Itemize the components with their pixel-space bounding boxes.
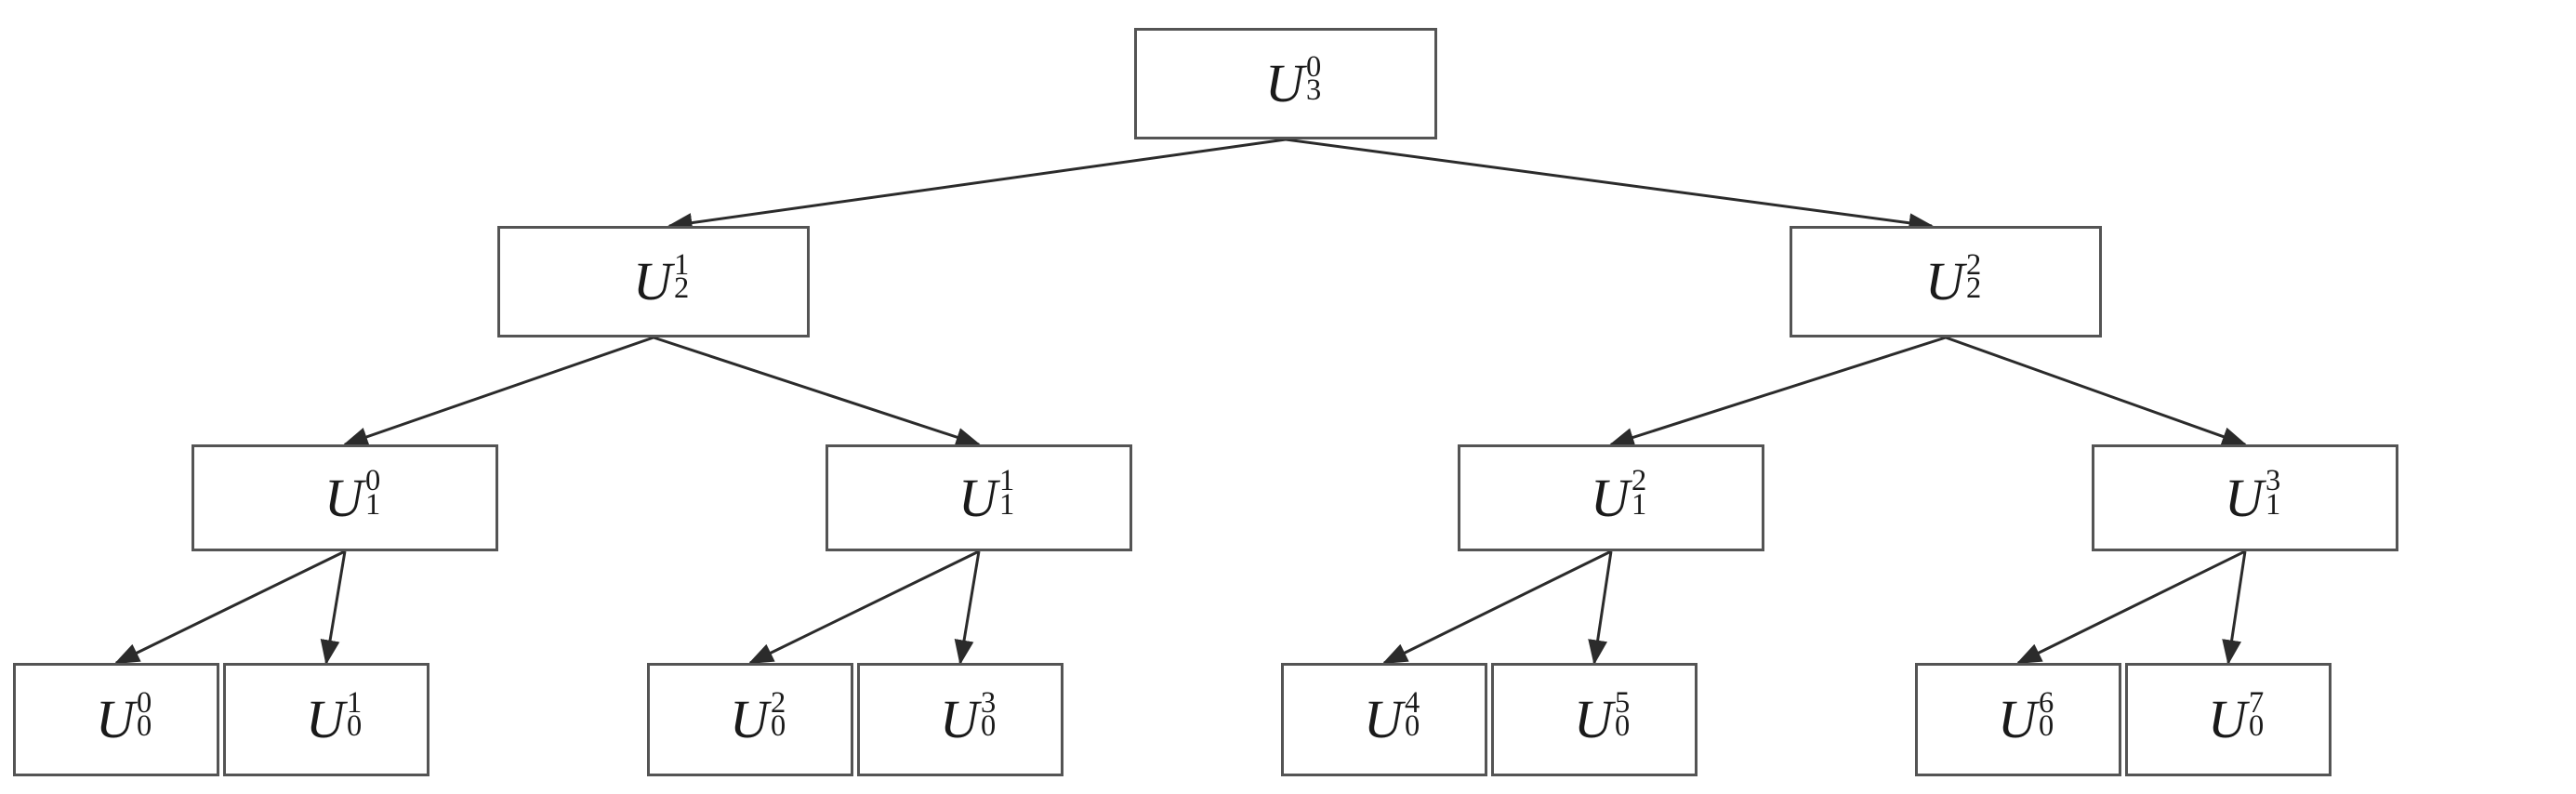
tree-edge-u2_2-to-u1_2 [1608,336,1947,447]
node-base-symbol: U [730,689,769,749]
node-superscript: 0 [364,464,381,498]
node-subscript: 2 [1965,271,1982,306]
node-subscript: 1 [1631,487,1647,522]
node-base-symbol: U [1364,689,1403,749]
tree-edge-u1_1-to-u0_2 [747,549,980,665]
node-subscript: 0 [770,709,786,744]
tree-edge-u1_1-to-u0_3 [954,550,981,666]
tree-edge-u1_2-to-u0_5 [1588,550,1613,666]
node-base-symbol: U [958,467,997,528]
tree-edge-u1_2-to-u0_4 [1381,549,1612,665]
node-superscript: 6 [2038,685,2054,720]
node-superscript: 4 [1404,685,1420,720]
node-superscript: 1 [346,685,363,720]
node-base-symbol: U [940,689,979,749]
node-base-symbol: U [2208,689,2247,749]
node-superscript: 7 [2248,685,2265,720]
node-base-symbol: U [2225,467,2264,528]
node-subscript: 0 [2038,709,2054,744]
node-superscript: 2 [1631,464,1647,498]
node-superscript: 2 [770,685,786,720]
tree-edge-u1_0-to-u0_0 [113,549,346,665]
tree-edge-u2_1-to-u1_0 [342,336,654,446]
node-subscript: 2 [673,271,690,306]
node-base-symbol: U [1265,53,1304,113]
tree-edge-u3_0-to-u2_1 [667,138,1287,232]
node-subscript: 0 [980,709,997,744]
node-subscript: 3 [1305,73,1322,108]
node-base-symbol: U [1998,689,2037,749]
tree-edge-u3_0-to-u2_2 [1285,138,1935,233]
node-base-symbol: U [1925,251,1964,311]
node-base-symbol: U [1591,467,1630,528]
tree-edge-u2_1-to-u1_1 [653,336,982,447]
node-superscript: 3 [980,685,997,720]
node-superscript: 1 [998,464,1015,498]
node-subscript: 1 [364,487,381,522]
node-superscript: 5 [1614,685,1631,720]
node-superscript: 0 [1305,49,1322,84]
node-subscript: 0 [346,709,363,744]
node-base-symbol: U [633,251,672,311]
tree-edge-u1_0-to-u0_1 [320,550,347,666]
node-base-symbol: U [306,689,345,749]
tree-edge-u1_3-to-u0_7 [2222,550,2247,666]
node-subscript: 0 [2248,709,2265,744]
node-base-symbol: U [96,689,135,749]
node-subscript: 0 [136,709,152,744]
node-superscript: 3 [2265,464,2281,498]
node-subscript: 0 [1404,709,1420,744]
node-superscript: 1 [673,247,690,282]
node-superscript: 2 [1965,247,1982,282]
node-base-symbol: U [1574,689,1613,749]
node-subscript: 0 [1614,709,1631,744]
node-subscript: 1 [2265,487,2281,522]
tree-edge-u1_3-to-u0_6 [2015,549,2246,665]
tree-edge-u2_2-to-u1_3 [1945,336,2248,446]
node-base-symbol: U [324,467,363,528]
node-subscript: 1 [998,487,1015,522]
node-superscript: 0 [136,685,152,720]
